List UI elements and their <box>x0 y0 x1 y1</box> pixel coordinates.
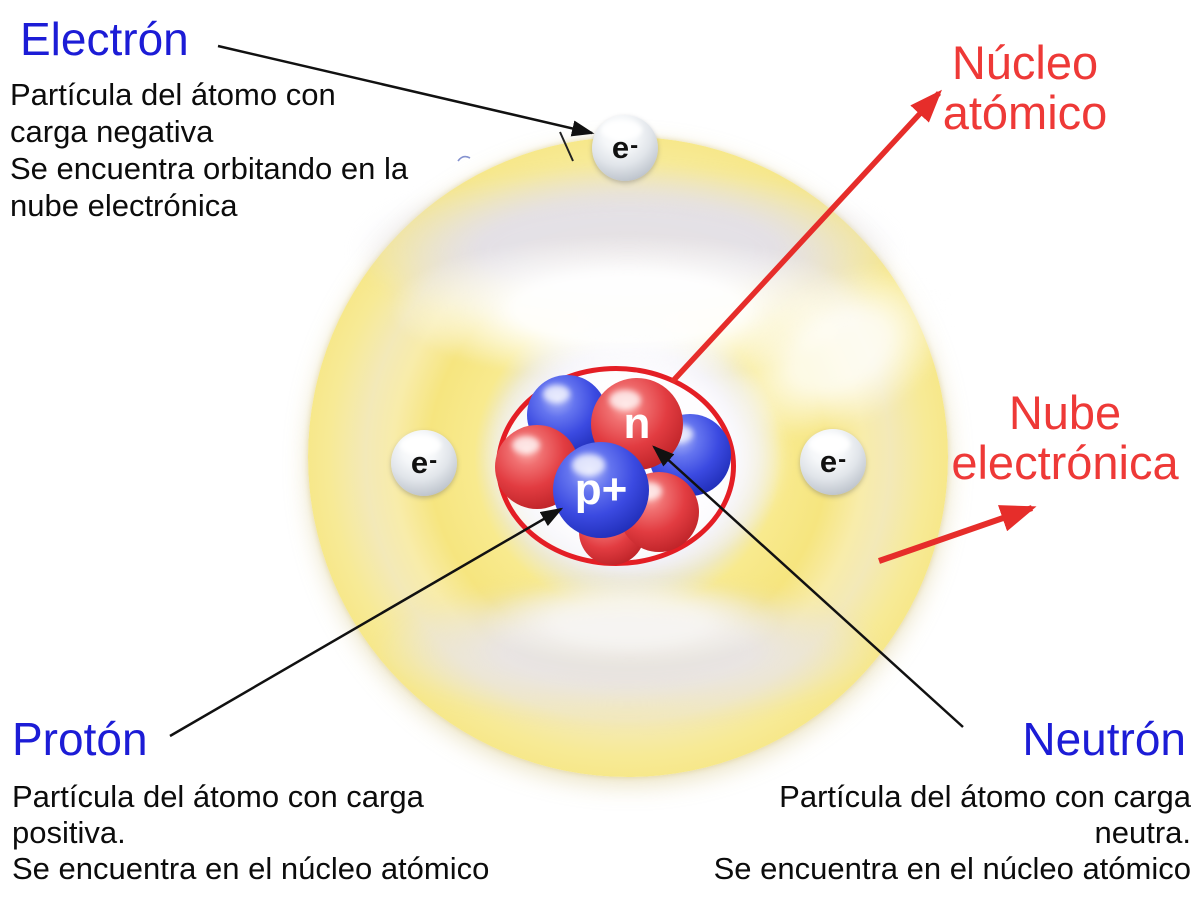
cloud-label-line: Nube <box>1008 386 1122 439</box>
neutron-description: Partícula del átomo con carga neutra. Se… <box>714 779 1191 887</box>
electron-sphere-left: e- <box>391 430 457 496</box>
nucleus-label-line: atómico <box>942 86 1108 139</box>
neutron-title: Neutrón <box>1022 713 1186 765</box>
stray-mark <box>457 155 471 162</box>
nucleus-label: Núcleo atómico <box>900 38 1150 138</box>
ring-gap-bottom <box>377 580 877 720</box>
neutron-desc-line: Partícula del átomo con carga <box>779 779 1191 814</box>
proton-sphere-labeled: p+ <box>553 442 649 538</box>
proton-desc-line: Partícula del átomo con carga <box>12 779 424 814</box>
electron-sphere-top: e- <box>592 115 658 181</box>
gloss-highlight-bottom <box>480 580 780 664</box>
gloss-highlight-top <box>390 236 866 380</box>
electron-desc-line: carga negativa <box>10 114 214 149</box>
proton-desc-line: Se encuentra en el núcleo atómico <box>12 851 490 886</box>
cloud-label: Nube electrónica <box>930 388 1200 488</box>
proton-title: Protón <box>12 713 148 765</box>
neutron-desc-line: Se encuentra en el núcleo atómico <box>713 851 1191 886</box>
neutron-symbol: n <box>623 399 651 448</box>
ring-gap-top <box>355 168 899 332</box>
neutron-desc-line: neutra. <box>1094 815 1191 850</box>
electron-desc-line: Partícula del átomo con <box>10 77 336 112</box>
electron-desc-line: nube electrónica <box>10 188 238 223</box>
electron-symbol: e- <box>819 444 847 479</box>
electron-desc-line: Se encuentra orbitando en la <box>10 151 409 186</box>
electron-symbol: e- <box>611 130 639 165</box>
electron-sphere-right: e- <box>800 429 866 495</box>
nucleus-label-line: Núcleo <box>951 36 1099 89</box>
electron-symbol: e- <box>410 445 438 480</box>
proton-description: Partícula del átomo con carga positiva. … <box>12 779 489 887</box>
proton-symbol: p+ <box>574 465 628 514</box>
proton-desc-line: positiva. <box>12 815 126 850</box>
cloud-label-line: electrónica <box>951 436 1179 489</box>
electron-title: Electrón <box>20 13 189 65</box>
electron-description: Partícula del átomo con carga negativa S… <box>10 76 408 224</box>
